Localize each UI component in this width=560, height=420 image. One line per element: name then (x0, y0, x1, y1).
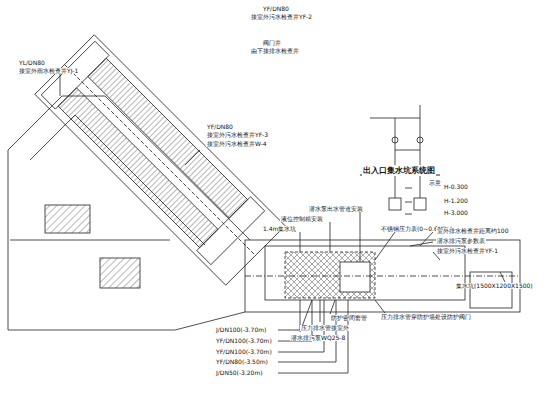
drawing-note: 室外排水检查井距离约100 (436, 228, 509, 234)
drawing-note: YF/DN100(-3.70m) (215, 338, 273, 344)
drawing-note: 潜水排污泵WQ25-8 (290, 335, 346, 341)
drawing-note: 1.4m集水坑 (262, 226, 297, 232)
drawing-note: YF/DN80 (262, 6, 290, 12)
drawing-note: J/DN100(-3.70m) (215, 327, 267, 333)
drawing-note: 防护密闭套管 (330, 315, 368, 321)
drawing-note: YF/DN80 (206, 124, 234, 130)
diagram-title: 出入口集水坑系统图 (362, 165, 436, 176)
drawing-note: 接室外污水检查井YF-2 (250, 14, 313, 20)
drawing-note: 潜水泵出水管道安装 (308, 206, 364, 212)
drawing-note: YL/DN80 (18, 60, 46, 66)
drawing-note: J/DN50(-3.20m) (215, 370, 264, 376)
drawing-note: H-3.000 (443, 210, 469, 216)
drawing-note: 阀门井 (262, 40, 282, 46)
drawing-note: 压力排水管穿防护墙处设防护阀门 (380, 314, 472, 320)
drawing-note: 接室外雨水检查井YJ-1 (18, 68, 79, 74)
drawing-note: 由下接排水检查井 (250, 48, 300, 54)
drawing-note: YF/DN80(-3.50m) (215, 359, 269, 365)
drawing-note: YF/DN100(-3.70m) (215, 349, 273, 355)
drawing-note: H-0.300 (443, 184, 469, 190)
drawing-note: 接室外污水检查井W-4 (206, 141, 268, 147)
drawing-note: 示意 (428, 180, 442, 186)
drawing-note: 潜水排污泵参数表 (436, 238, 486, 244)
drawing-note: 接室外污水检查井YF-1 (436, 248, 499, 254)
drawing-note: H-1.200 (443, 198, 469, 204)
drawing-note: 压力排水管接室外 (300, 325, 350, 331)
drawing-note: 液位控制箱安装 (280, 216, 324, 222)
drawing-note: 集水坑(1500X1200X1500) (455, 283, 534, 289)
drawing-note: 接室外污水检查井YF-3 (206, 132, 269, 138)
